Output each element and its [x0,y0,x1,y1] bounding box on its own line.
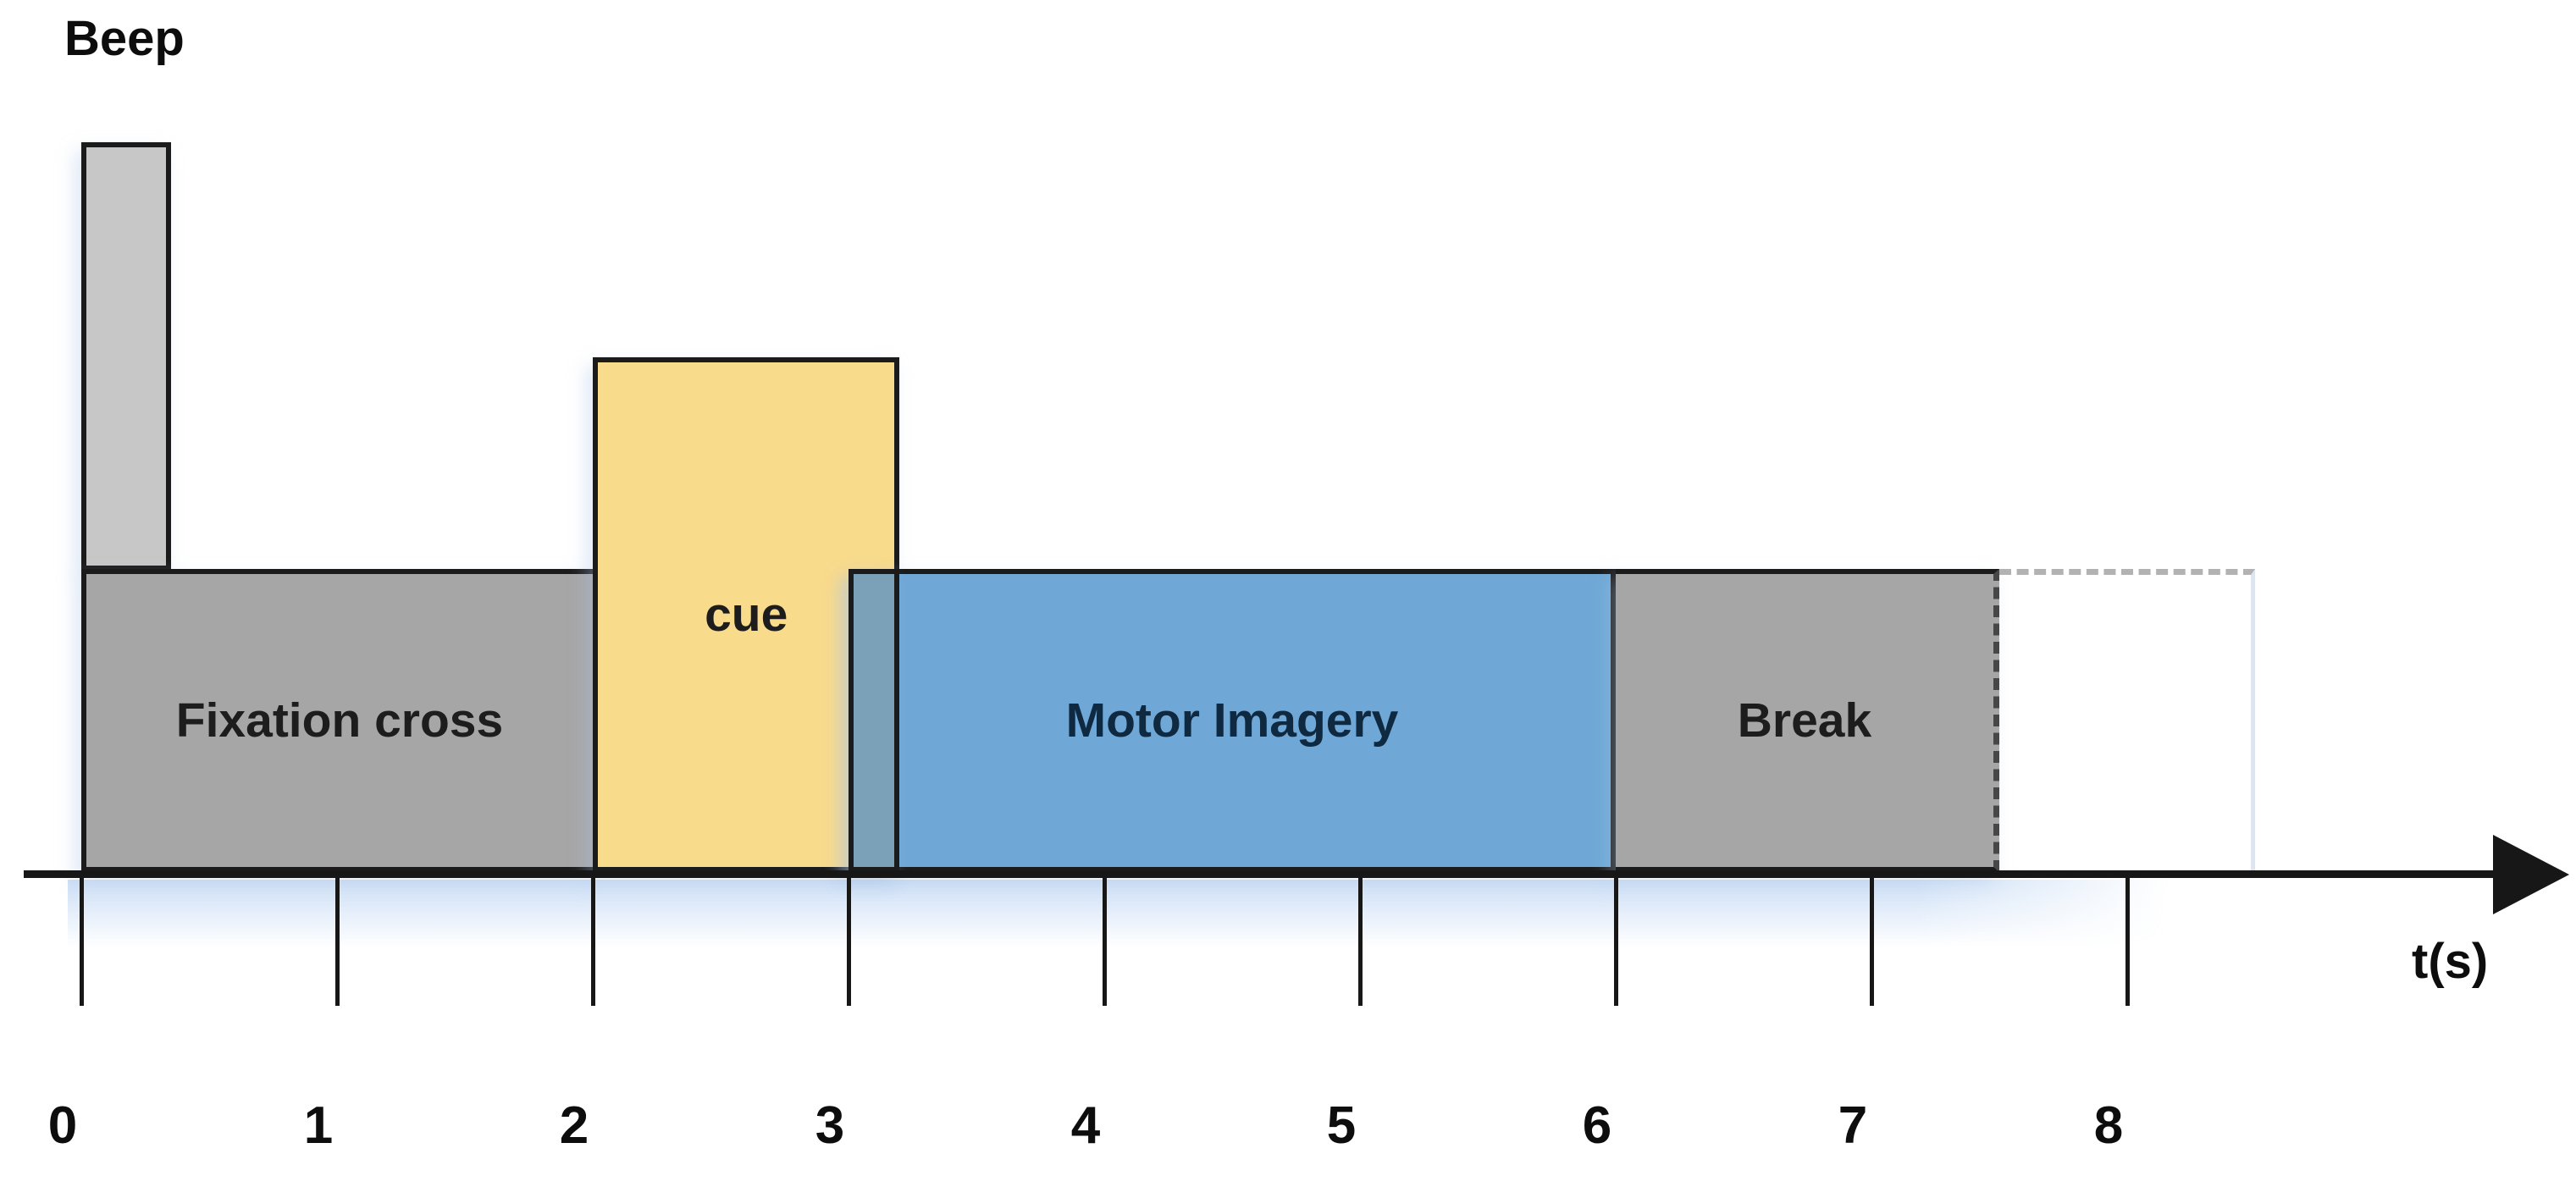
segment-break: Break [1616,569,1999,872]
axis-tick-label-7: 7 [1838,1096,1868,1155]
axis-tick-3 [847,873,851,1006]
axis-tick-8 [2125,873,2130,1006]
segment-motor-imagery: Motor Imagery [849,569,1616,872]
axis-tick-label-0: 0 [47,1096,78,1155]
segment-cue-mi-overlap [849,569,900,872]
axis-tick-2 [591,873,595,1006]
segment-ghost [1999,569,2255,872]
time-axis-label: t(s) [2412,934,2489,989]
axis-tick-7 [1870,873,1874,1006]
beep-annotation: Beep [64,11,185,66]
axis-tick-4 [1103,873,1107,1006]
segment-label-break: Break [1737,693,1872,748]
axis-tick-label-6: 6 [1582,1096,1612,1155]
segment-beep [81,142,171,571]
time-axis-line [24,870,2501,878]
segment-label-motor-imagery: Motor Imagery [1065,693,1399,748]
axis-tick-1 [335,873,340,1006]
axis-tick-label-5: 5 [1326,1096,1357,1155]
axis-tick-0 [80,873,84,1006]
segment-fixation: Fixation cross [81,569,593,872]
segment-label-cue: cue [705,588,788,642]
time-axis-arrowhead-icon [2493,835,2569,914]
axis-tick-label-8: 8 [2093,1096,2124,1155]
axis-tick-label-3: 3 [815,1096,845,1155]
axis-tick-label-2: 2 [559,1096,589,1155]
axis-tick-label-1: 1 [303,1096,334,1155]
segment-label-fixation: Fixation cross [175,693,504,748]
axis-shadow-glow [68,880,2168,947]
axis-tick-5 [1358,873,1363,1006]
segment-cue: cue [593,357,900,872]
axis-tick-label-4: 4 [1070,1096,1101,1155]
axis-tick-6 [1614,873,1618,1006]
